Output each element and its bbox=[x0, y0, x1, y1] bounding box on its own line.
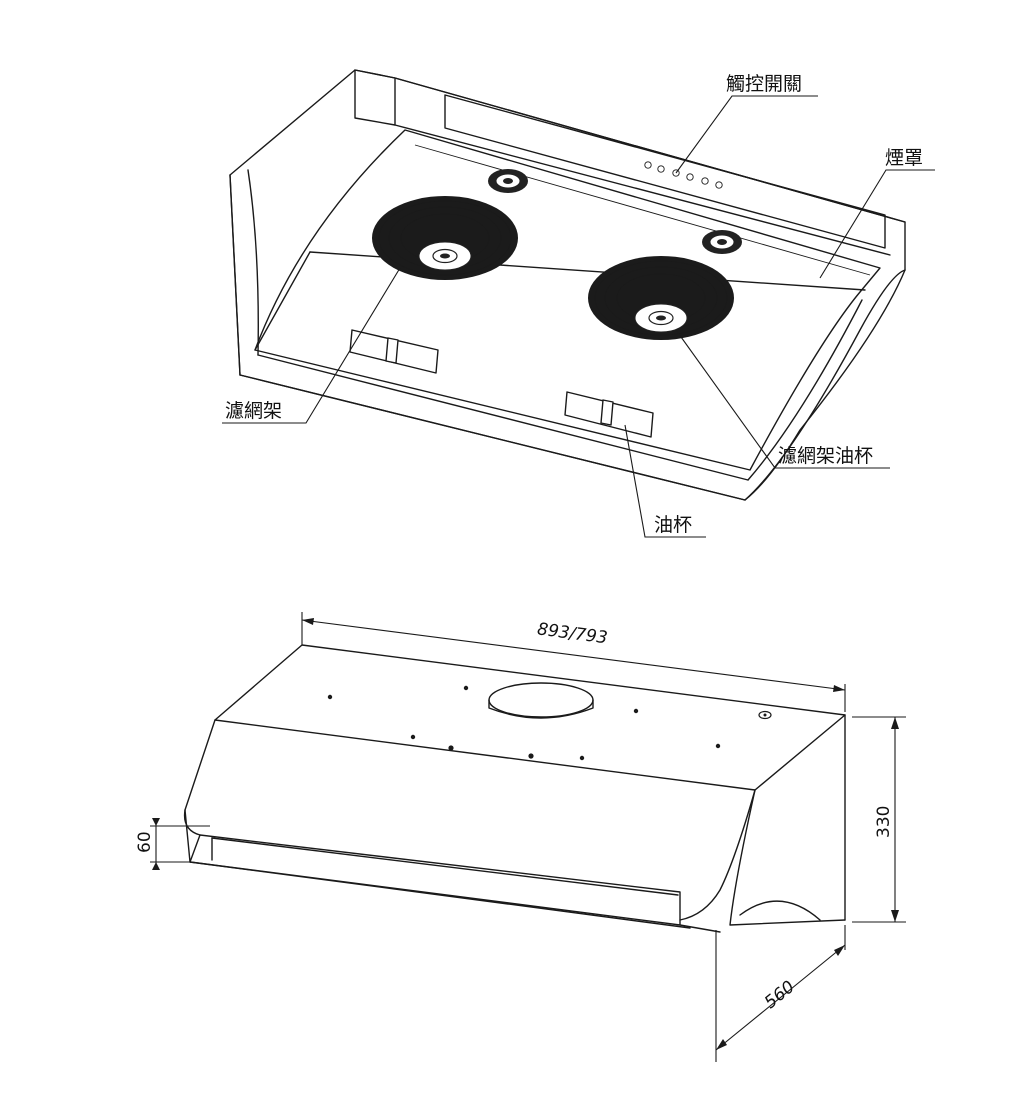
leader-oil-cup bbox=[624, 424, 706, 538]
oil-cup-right bbox=[564, 391, 654, 438]
width-value: 893/793 bbox=[536, 619, 609, 648]
depth-dimension: 560 bbox=[715, 925, 846, 1062]
height-value: 330 bbox=[874, 806, 894, 838]
height-dimension: 330 bbox=[852, 716, 906, 923]
filter-rack-left bbox=[372, 196, 518, 280]
label-touch-switch: 觸控開關 bbox=[726, 73, 802, 95]
hood-dimension-view: 893/793 330 60 560 bbox=[135, 612, 906, 1062]
touch-switch-buttons bbox=[644, 161, 723, 189]
screw-holes bbox=[327, 685, 772, 761]
front-lip-dimension: 60 bbox=[135, 818, 210, 870]
duct-opening bbox=[488, 682, 594, 718]
width-dimension: 893/793 bbox=[301, 612, 846, 712]
filter-rack-right bbox=[588, 256, 734, 340]
leader-hood bbox=[819, 169, 935, 279]
light-right bbox=[702, 230, 742, 254]
leader-filter-rack-oil-cup bbox=[675, 329, 890, 469]
leader-touch-switch bbox=[675, 95, 818, 174]
label-filter-rack-oil-cup: 濾網架油杯 bbox=[778, 445, 873, 467]
front-lip-value: 60 bbox=[135, 831, 155, 853]
oil-cup-left bbox=[349, 329, 439, 374]
light-left bbox=[488, 169, 528, 193]
hood-underside-view: 觸控開關 煙罩 濾網架 濾網架油杯 油杯 bbox=[222, 69, 935, 538]
label-filter-rack: 濾網架 bbox=[225, 400, 282, 422]
depth-value: 560 bbox=[761, 977, 799, 1013]
label-hood: 煙罩 bbox=[885, 147, 923, 169]
label-oil-cup: 油杯 bbox=[654, 514, 692, 536]
leader-filter-rack bbox=[222, 267, 401, 424]
